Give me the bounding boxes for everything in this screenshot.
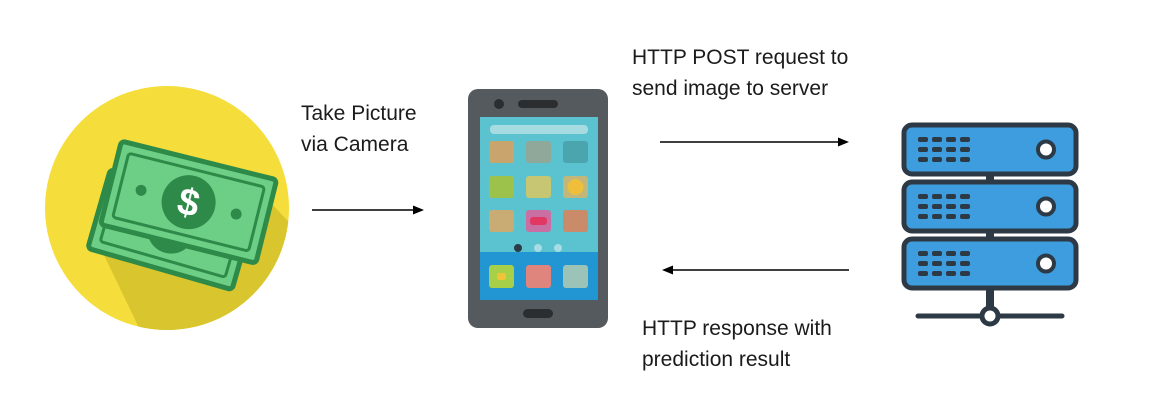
request-step-line2: send image to server [632,77,829,100]
capture-arrow [312,205,424,215]
smartphone-icon [468,89,608,328]
money-banknotes-icon: $ [45,86,289,330]
capture-step-label: Take Picture via Camera [301,98,417,160]
capture-step-line2: via Camera [301,133,409,156]
request-arrow [660,137,849,147]
response-arrow [662,265,849,275]
request-step-label: HTTP POST request to send image to serve… [632,42,848,104]
response-step-line1: HTTP response with [642,317,832,340]
request-step-line1: HTTP POST request to [632,46,849,69]
response-step-label: HTTP response with prediction result [642,313,832,375]
server-rack-icon [901,122,1079,327]
capture-step-line1: Take Picture [301,102,417,125]
response-step-line2: prediction result [642,348,791,371]
